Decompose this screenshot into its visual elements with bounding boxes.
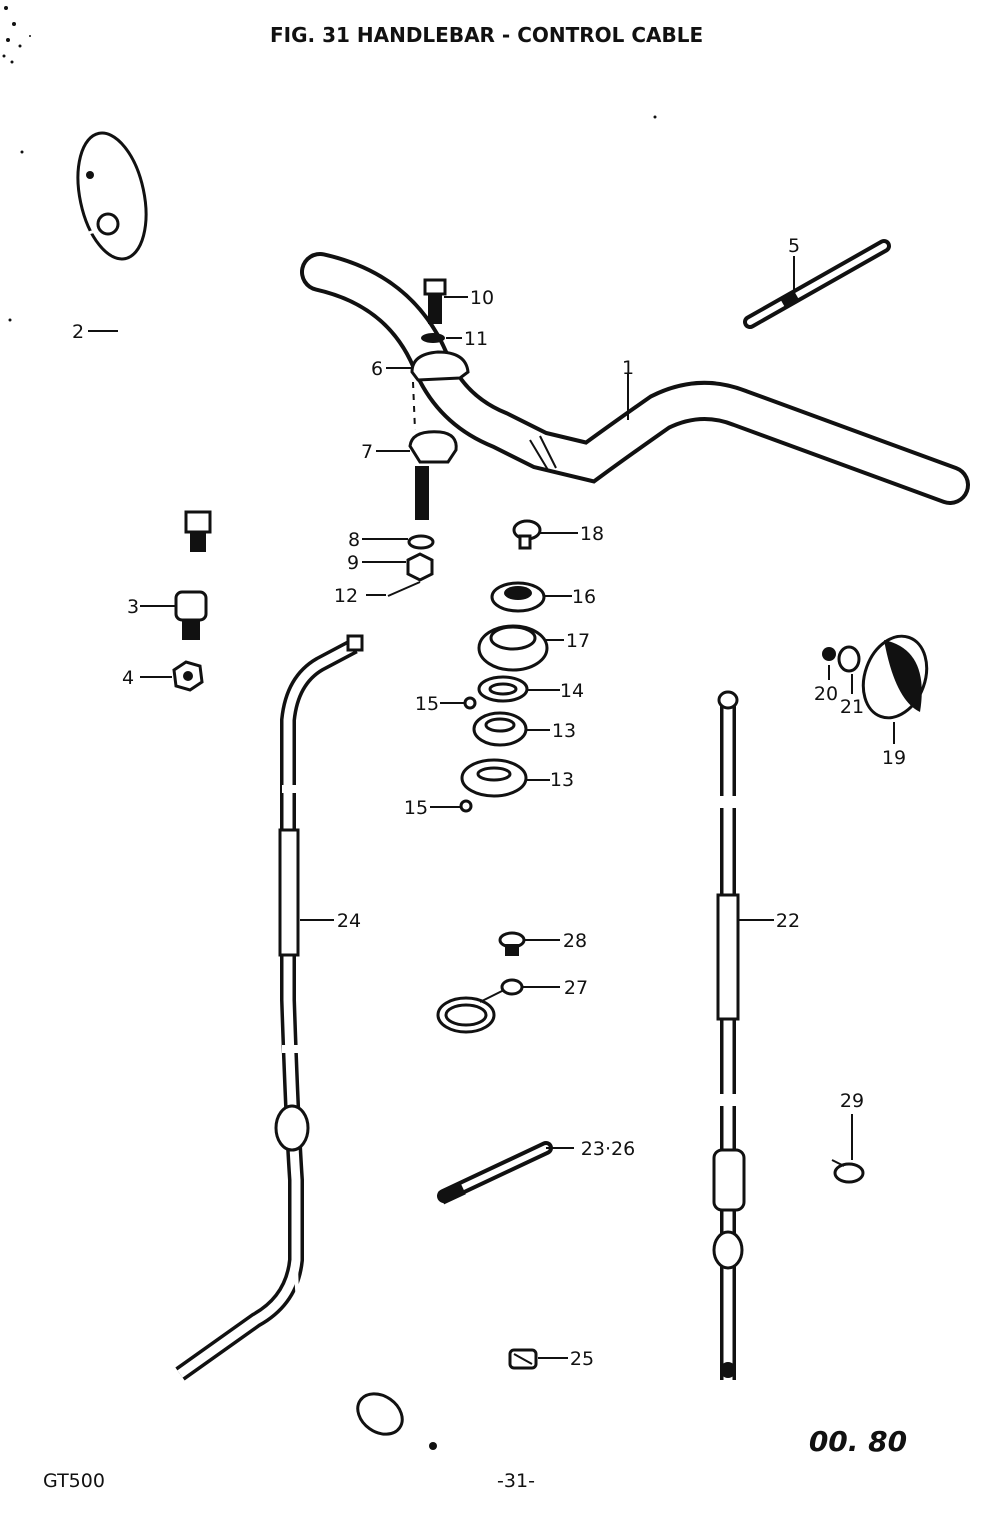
callout-21: 21 — [840, 696, 864, 718]
model-name: GT500 — [43, 1470, 105, 1492]
callout-15: 15 — [415, 693, 439, 715]
mirror-nut-drawing — [172, 660, 204, 692]
callout-23-26: 23·26 — [581, 1138, 635, 1160]
callout-20: 20 — [814, 683, 838, 705]
callout-4: 4 — [122, 667, 134, 689]
callout-11: 11 — [464, 328, 488, 350]
ball-drawings — [459, 696, 477, 813]
callout-14: 14 — [560, 680, 584, 702]
washer-14-drawing — [477, 675, 529, 703]
callout-1: 1 — [622, 357, 634, 379]
callout-16: 16 — [572, 586, 596, 608]
callout-17: 17 — [566, 630, 590, 652]
bolt-28-drawing — [498, 931, 526, 956]
callout-2: 2 — [72, 321, 84, 343]
nut-16-drawing — [490, 581, 546, 613]
callout-13b: 13 — [550, 769, 574, 791]
callout-6: 6 — [371, 358, 383, 380]
adjuster-drawing — [437, 1141, 553, 1205]
mirror-drawing — [76, 131, 212, 552]
scan-speckle — [2, 6, 657, 322]
page-number: -31- — [497, 1470, 535, 1492]
clutch-cable-drawing — [712, 690, 746, 1380]
callout-15b: 15 — [404, 797, 428, 819]
callout-12: 12 — [334, 585, 358, 607]
callout-13: 13 — [552, 720, 576, 742]
callout-5: 5 — [788, 235, 800, 257]
callout-7: 7 — [361, 441, 373, 463]
callout-3: 3 — [127, 596, 139, 618]
throttle-cable-drawing — [175, 634, 437, 1450]
callout-19: 19 — [882, 747, 906, 769]
clamp-bolt-drawing — [421, 278, 447, 343]
cable-guide-drawing — [508, 1348, 538, 1370]
callout-29: 29 — [840, 1090, 864, 1112]
callout-28: 28 — [563, 930, 587, 952]
callout-8: 8 — [348, 529, 360, 551]
cushion-holder-drawing — [477, 624, 549, 672]
figure-title: FIG. 31 HANDLEBAR - CONTROL CABLE — [270, 23, 703, 47]
callout-22: 22 — [776, 910, 800, 932]
callout-24: 24 — [337, 910, 361, 932]
handlebar-drawing — [300, 252, 970, 505]
cushion-13-drawing — [472, 711, 528, 747]
clamp-band-drawing — [743, 239, 891, 329]
callout-27: 27 — [564, 977, 588, 999]
callout-10: 10 — [470, 287, 494, 309]
balancer-weight-drawing — [822, 634, 929, 720]
callout-9: 9 — [347, 552, 359, 574]
leader-lines — [88, 256, 895, 1359]
date-code: 00. 80 — [809, 1425, 907, 1458]
cable-cap-drawing — [831, 1159, 865, 1184]
callout-18: 18 — [580, 523, 604, 545]
clamp-assembly-drawing — [387, 350, 470, 597]
callout-25: 25 — [570, 1348, 594, 1370]
o-ring-drawing — [436, 978, 524, 1034]
callouts: 1 2 3 4 5 6 7 8 9 10 11 12 13 13 14 15 1… — [72, 235, 906, 1370]
cushion-13-lower-drawing — [460, 758, 528, 798]
mirror-adapter-drawing — [174, 590, 208, 640]
cap-drawing — [512, 519, 542, 550]
